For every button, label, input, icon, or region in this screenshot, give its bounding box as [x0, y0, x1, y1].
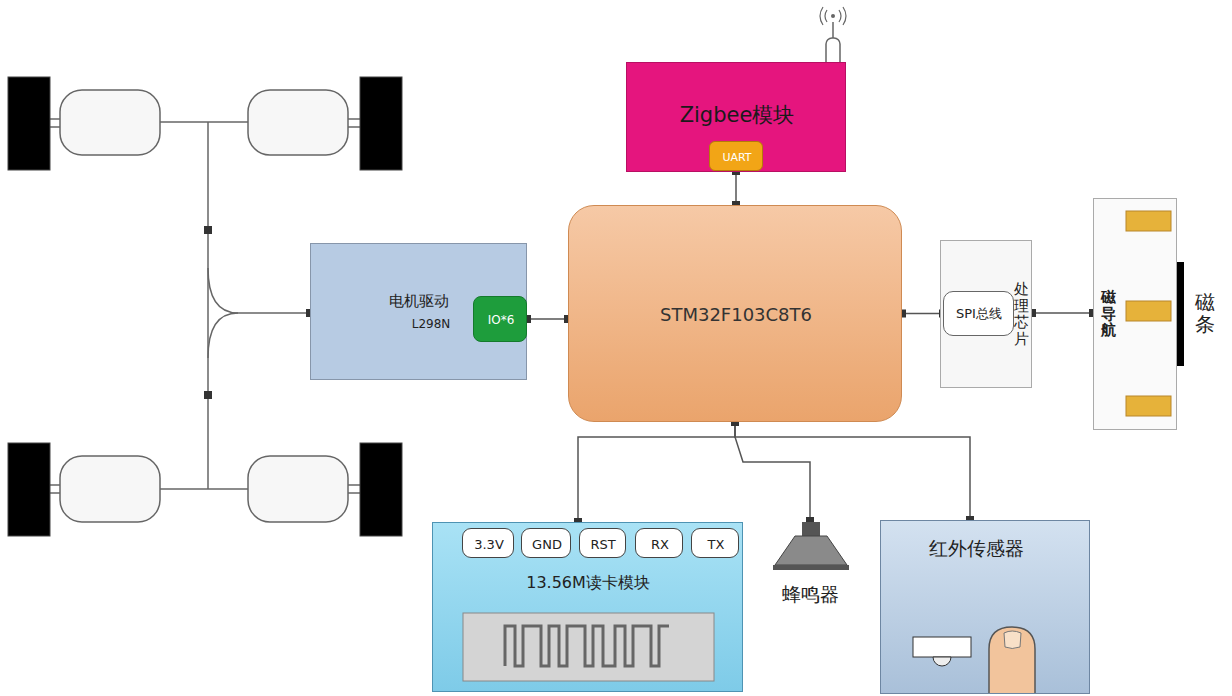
coil-trace [505, 626, 669, 666]
node-text: 处理芯片 [1014, 281, 1029, 347]
antenna-coil [463, 613, 714, 681]
motor-driver: 电机驱动 L298N IO*6 [310, 243, 527, 380]
infrared-sensor: 红外传感器 [880, 520, 1090, 694]
fingernail [1004, 631, 1021, 649]
motor [60, 90, 348, 522]
spi-bus: SPI总线 [943, 291, 1014, 336]
connector [735, 422, 970, 520]
buzzer-body [802, 522, 820, 536]
mcu-box: STM32F103C8T6 [568, 205, 902, 422]
sensor-pad [1126, 396, 1171, 416]
buzzer: 蜂鸣器 [765, 521, 855, 613]
junction-dot [204, 226, 314, 399]
node-text: IO*6 [488, 313, 515, 327]
connector [902, 313, 943, 315]
connector [578, 422, 735, 522]
node-text: UART [722, 151, 751, 164]
card-reader-module: 13.56M读卡模块 3.3V GND RST RX TX [432, 522, 743, 692]
connector [527, 318, 568, 320]
pin-tag: RX [635, 528, 683, 558]
node-text: 3.3V [474, 537, 504, 552]
ir-emitter [913, 637, 971, 657]
port-tag: UART [709, 141, 763, 171]
processing-chip: 处理芯片 SPI总线 [940, 240, 1032, 388]
node-text: STM32F103C8T6 [660, 304, 812, 325]
node-text: RX [651, 537, 669, 552]
node-text: 电机驱动 [389, 292, 449, 311]
node-text: L298N [412, 317, 451, 331]
pin-tag: GND [521, 528, 571, 558]
pin-tag: 3.3V [462, 528, 514, 558]
magnetic-navigation: 磁导航 [1093, 198, 1177, 430]
node-text: RST [590, 537, 615, 552]
node-text: TX [708, 537, 725, 552]
io-port: IO*6 [473, 296, 527, 342]
node-text: Zigbee模块 [680, 101, 795, 129]
connector [1032, 312, 1093, 314]
zigbee-module: Zigbee模块 UART [626, 62, 846, 172]
sensor-pad [1126, 211, 1171, 231]
pin-tag: RST [579, 528, 626, 558]
sensor-pad [1126, 301, 1171, 321]
finger [989, 627, 1035, 693]
node-text: SPI总线 [956, 305, 1002, 323]
node-text: 13.56M读卡模块 [526, 573, 650, 594]
node-text: 磁导航 [1101, 289, 1116, 339]
connector [735, 171, 737, 205]
node-text: 红外传感器 [929, 536, 1024, 562]
ir-lens [933, 657, 951, 666]
strip-label: 磁条 [1195, 291, 1215, 335]
buzzer-rim [773, 565, 849, 570]
pin-tag: TX [691, 528, 739, 558]
node-text: 蜂鸣器 [782, 582, 839, 608]
buzzer-cone [775, 536, 847, 565]
node-text: GND [532, 537, 562, 552]
